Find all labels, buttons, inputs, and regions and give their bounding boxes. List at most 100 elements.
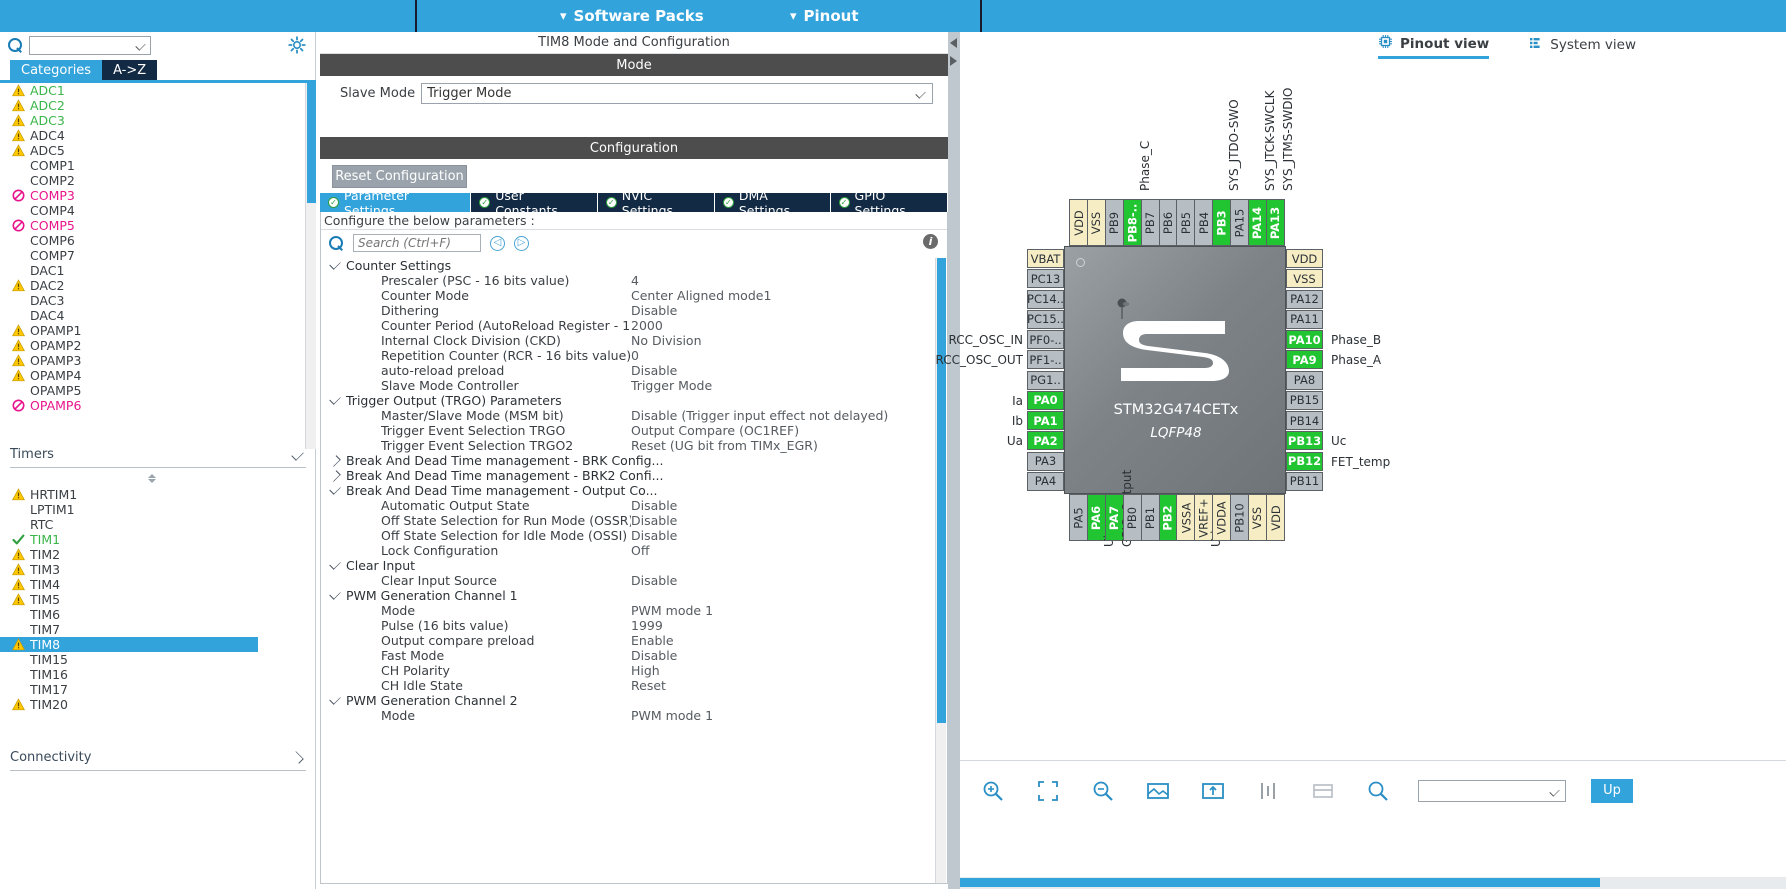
search-icon[interactable] — [1363, 776, 1393, 806]
tab-nvic-settings[interactable]: ✓NVIC Settings — [597, 188, 715, 218]
tab-gpio-settings[interactable]: ✓GPIO Settings — [830, 188, 948, 218]
pin-search-combo[interactable] — [1418, 779, 1566, 802]
zoom-out-icon[interactable] — [1088, 776, 1118, 806]
pin-right-PA9[interactable]: PA9 — [1286, 350, 1323, 370]
param-value[interactable]: No Division — [631, 333, 702, 348]
tab-parameter-settings[interactable]: ✓Parameter Settings — [320, 188, 472, 218]
timer-item-tim7[interactable]: TIM7 — [0, 622, 305, 637]
param-group[interactable]: Counter Settings — [321, 258, 931, 273]
pin-bottom-VDDA[interactable]: VDDA — [1212, 494, 1232, 541]
timer-item-lptim1[interactable]: LPTIM1 — [0, 502, 305, 517]
pin-left-PC15..[interactable]: PC15.. — [1027, 309, 1064, 329]
param-value[interactable]: PWM mode 1 — [631, 708, 714, 723]
param-value[interactable]: Enable — [631, 633, 674, 648]
rotate-icon[interactable] — [1253, 776, 1283, 806]
param-group[interactable]: PWM Generation Channel 2 — [321, 693, 931, 708]
param-group[interactable]: Break And Dead Time management - BRK Con… — [321, 453, 931, 468]
param-group[interactable]: Trigger Output (TRGO) Parameters — [321, 393, 931, 408]
peripheral-item-adc1[interactable]: ADC1 — [0, 83, 305, 98]
pin-top-VSS[interactable]: VSS — [1086, 199, 1106, 246]
param-group[interactable]: Break And Dead Time management - BRK2 Co… — [321, 468, 931, 483]
tab-a-to-z[interactable]: A->Z — [102, 60, 158, 80]
pin-right-PA10[interactable]: PA10 — [1286, 330, 1323, 350]
timer-item-tim16[interactable]: TIM16 — [0, 667, 305, 682]
timer-item-rtc[interactable]: RTC — [0, 517, 305, 532]
peripheral-item-adc4[interactable]: ADC4 — [0, 128, 305, 143]
peripheral-item-dac3[interactable]: DAC3 — [0, 293, 305, 308]
pin-left-PA3[interactable]: PA3 — [1027, 451, 1064, 471]
pin-bottom-VDD[interactable]: VDD — [1265, 494, 1285, 541]
pin-left-PA1[interactable]: PA1 — [1027, 411, 1064, 431]
scrollbar-thumb[interactable] — [307, 83, 316, 203]
param-value[interactable]: Off — [631, 543, 650, 558]
pin-top-PA13[interactable]: PA13 — [1265, 199, 1285, 246]
param-value[interactable]: Disable — [631, 648, 678, 663]
peripheral-item-dac4[interactable]: DAC4 — [0, 308, 305, 323]
peripheral-item-comp5[interactable]: COMP5 — [0, 218, 305, 233]
pin-top-PB6[interactable]: PB6 — [1158, 199, 1178, 246]
tab-user-constants[interactable]: ✓User Constants — [471, 188, 598, 218]
peripheral-search-combo[interactable] — [29, 35, 151, 55]
param-value[interactable]: Trigger Mode — [631, 378, 713, 393]
pin-left-PA4[interactable]: PA4 — [1027, 471, 1064, 491]
pin-bottom-PB2[interactable]: PB2 — [1158, 494, 1178, 541]
peripheral-item-opamp1[interactable]: OPAMP1 — [0, 323, 305, 338]
param-value[interactable]: Disable — [631, 363, 678, 378]
pin-right-PB12[interactable]: PB12 — [1286, 451, 1323, 471]
pinout-horizontal-scrollbar[interactable] — [960, 877, 1786, 889]
pin-left-PC13[interactable]: PC13 — [1027, 269, 1064, 289]
pin-right-VDD[interactable]: VDD — [1286, 249, 1323, 268]
peripheral-item-dac2[interactable]: DAC2 — [0, 278, 305, 293]
peripheral-item-comp3[interactable]: COMP3 — [0, 188, 305, 203]
pin-bottom-PB10[interactable]: PB10 — [1230, 494, 1250, 541]
param-value[interactable]: High — [631, 663, 660, 678]
peripheral-item-opamp3[interactable]: OPAMP3 — [0, 353, 305, 368]
pin-left-VBAT[interactable]: VBAT — [1027, 249, 1064, 268]
pin-left-PG1..[interactable]: PG1.. — [1027, 370, 1064, 390]
pin-bottom-VSSA[interactable]: VSSA — [1176, 494, 1196, 541]
peripheral-item-opamp6[interactable]: OPAMP6 — [0, 398, 305, 413]
pin-right-PB11[interactable]: PB11 — [1286, 471, 1323, 491]
pin-bottom-PA5[interactable]: PA5 — [1069, 494, 1088, 541]
pin-right-PA8[interactable]: PA8 — [1286, 370, 1323, 390]
parameter-tree-scrollbar[interactable] — [935, 258, 946, 883]
peripheral-item-opamp5[interactable]: OPAMP5 — [0, 383, 305, 398]
sidebar-splitter[interactable] — [0, 470, 305, 486]
pin-left-PC14..[interactable]: PC14.. — [1027, 289, 1064, 309]
parameter-search-box[interactable] — [353, 234, 481, 252]
pin-bottom-PB1[interactable]: PB1 — [1140, 494, 1160, 541]
peripheral-item-comp2[interactable]: COMP2 — [0, 173, 305, 188]
pin-top-PB4[interactable]: PB4 — [1194, 199, 1214, 246]
param-value[interactable]: Center Aligned mode1 — [631, 288, 772, 303]
param-value[interactable]: 0 — [631, 348, 639, 363]
panel-splitter[interactable] — [948, 32, 960, 889]
param-value[interactable]: Reset — [631, 678, 666, 693]
timer-item-tim8[interactable]: TIM8 — [0, 637, 258, 652]
param-row[interactable]: Repetition Counter (RCR - 16 bits value)… — [321, 348, 931, 363]
timer-item-tim4[interactable]: TIM4 — [0, 577, 305, 592]
param-value[interactable]: Reset (UG bit from TIMx_EGR) — [631, 438, 818, 453]
reset-configuration-button[interactable]: Reset Configuration — [332, 165, 467, 188]
param-value[interactable]: Output Compare (OC1REF) — [631, 423, 800, 438]
pin-top-PA15[interactable]: PA15 — [1230, 199, 1250, 246]
param-value[interactable]: Disable — [631, 498, 678, 513]
peripheral-item-dac1[interactable]: DAC1 — [0, 263, 305, 278]
timer-item-tim15[interactable]: TIM15 — [0, 652, 305, 667]
peripheral-item-opamp2[interactable]: OPAMP2 — [0, 338, 305, 353]
pin-bottom-VSS[interactable]: VSS — [1248, 494, 1267, 541]
import-image-icon[interactable] — [1198, 776, 1228, 806]
gear-icon[interactable] — [288, 36, 306, 54]
param-row[interactable]: Off State Selection for Idle Mode (OSSI)… — [321, 528, 931, 543]
pin-right-PA11[interactable]: PA11 — [1286, 309, 1323, 329]
timer-item-tim5[interactable]: TIM5 — [0, 592, 305, 607]
